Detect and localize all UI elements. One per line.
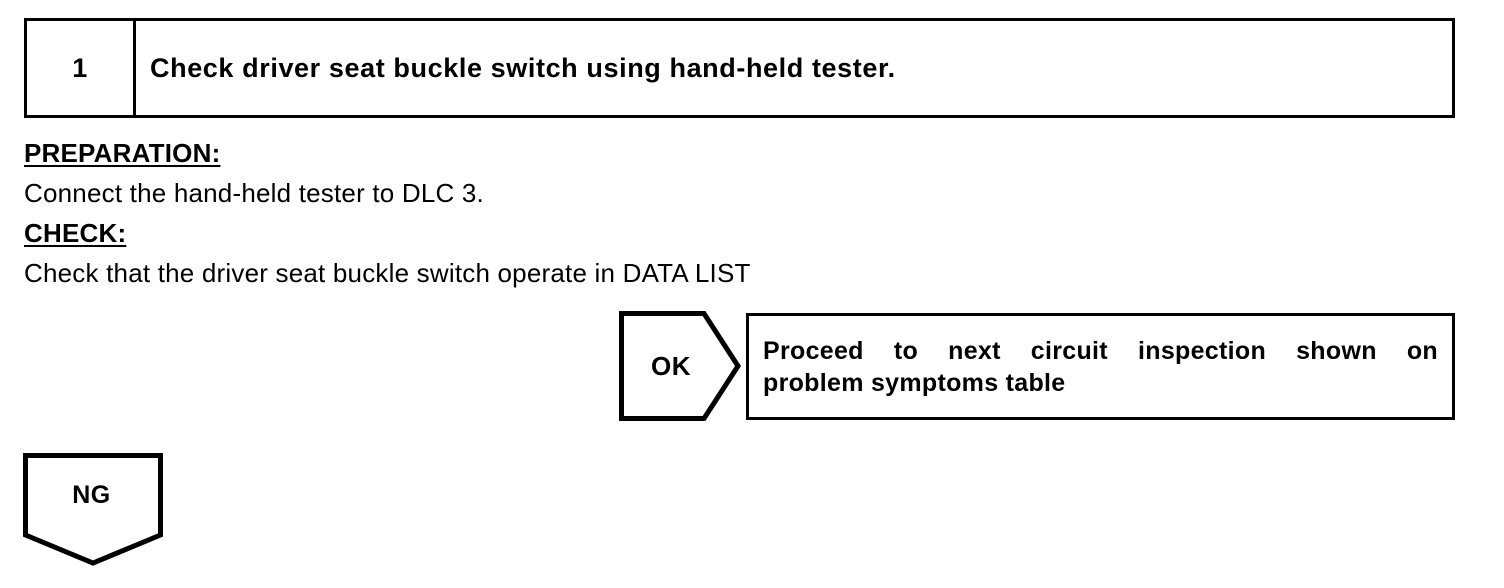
step-title-cell: Check driver seat buckle switch using ha… [136, 21, 1452, 115]
ng-marker-label: NG [72, 480, 111, 509]
instruction-block: PREPARATION: Connect the hand-held teste… [24, 133, 1224, 293]
step-header-table: 1 Check driver seat buckle switch using … [24, 18, 1455, 118]
ok-result-box: Proceed to next circuit inspection shown… [746, 313, 1455, 420]
ng-branch-arrow: NG [23, 453, 163, 588]
ok-result-line-2: problem symptoms table [763, 368, 1066, 397]
ok-branch-arrow: OK [619, 311, 741, 421]
preparation-label: PREPARATION: [24, 138, 221, 168]
check-text: Check that the driver seat buckle switch… [24, 258, 751, 288]
step-number-cell: 1 [27, 21, 136, 115]
ok-result-line-1: Proceed to next circuit inspection shown… [763, 336, 1438, 365]
ng-arrow-icon [23, 453, 163, 566]
ok-arrow-icon [619, 311, 741, 421]
ok-marker-label: OK [651, 350, 691, 381]
check-label: CHECK: [24, 218, 127, 248]
step-title: Check driver seat buckle switch using ha… [150, 52, 896, 83]
preparation-text: Connect the hand-held tester to DLC 3. [24, 178, 484, 208]
ok-result-text: Proceed to next circuit inspection shown… [763, 335, 1438, 399]
step-number: 1 [72, 52, 88, 83]
